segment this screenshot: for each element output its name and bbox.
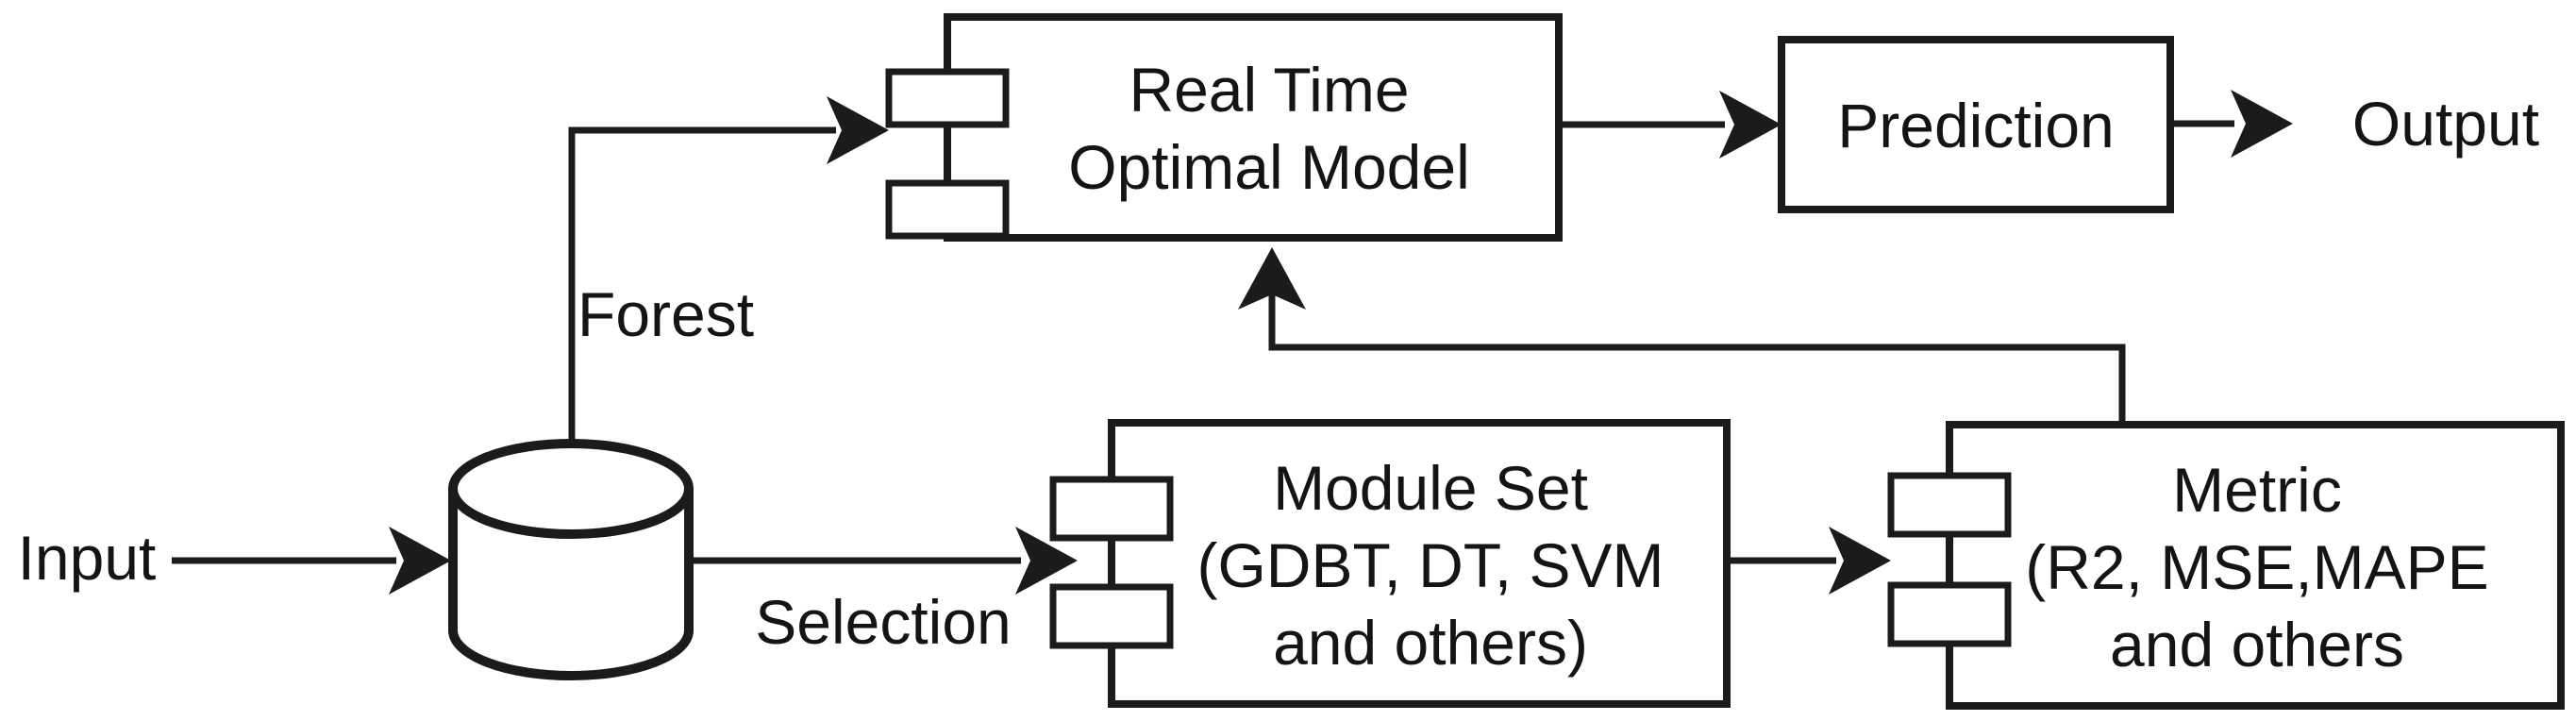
selection-label: Selection — [755, 587, 1012, 657]
arrowhead-icon — [1829, 527, 1891, 595]
arrowhead-icon — [1719, 91, 1781, 159]
metric-feedback-line — [1268, 294, 2126, 427]
component-port-icon — [885, 179, 1010, 240]
prediction-node: Prediction — [1778, 36, 2174, 213]
real-time-optimal-model-component: Real Time Optimal Model — [885, 13, 1563, 242]
moduleset-to-metric-arrow — [1729, 527, 1891, 595]
metric-label-line2: (R2, MSE,MAPE — [2025, 532, 2488, 602]
metric-feedback-arrow — [1238, 247, 2126, 427]
component-port-icon — [1887, 472, 2012, 538]
database-cylinder-top — [448, 439, 694, 539]
component-port-icon — [1049, 583, 1174, 649]
arrowhead-icon — [1238, 247, 1306, 310]
module-set-label-line2: (GDBT, DT, SVM — [1196, 530, 1664, 600]
prediction-label: Prediction — [1837, 91, 2115, 160]
metric-label-line3: and others — [2110, 610, 2404, 679]
arrowhead-icon — [1015, 527, 1078, 595]
metric-component: Metric (R2, MSE,MAPE and others — [1887, 421, 2565, 710]
module-set-component: Module Set (GDBT, DT, SVM and others) — [1049, 419, 1731, 708]
forest-edge-line — [568, 126, 836, 453]
arrowhead-icon — [2231, 90, 2293, 158]
module-set-label-line1: Module Set — [1273, 453, 1588, 523]
output-label: Output — [2352, 89, 2539, 159]
real-time-optimal-model-label-line1: Real Time — [1129, 55, 1409, 125]
component-port-icon — [1049, 476, 1174, 542]
input-label: Input — [18, 523, 157, 593]
arrowhead-icon — [827, 96, 889, 164]
model-to-prediction-arrow — [1561, 91, 1781, 159]
component-port-icon — [885, 68, 1010, 128]
real-time-optimal-model-box — [944, 13, 1563, 242]
metric-label-line1: Metric — [2172, 455, 2342, 525]
selection-edge — [687, 527, 1078, 595]
forest-edge — [568, 96, 889, 453]
prediction-box — [1778, 36, 2174, 213]
module-set-box — [1108, 419, 1731, 708]
database-cylinder-body — [448, 489, 694, 680]
component-port-icon — [1887, 581, 2012, 647]
module-set-label-line3: and others) — [1273, 608, 1588, 678]
forest-label: Forest — [577, 279, 754, 349]
database-cylinder-icon — [448, 439, 694, 680]
prediction-to-output-arrow — [2172, 90, 2293, 158]
real-time-optimal-model-label-line2: Optimal Model — [1068, 132, 1470, 202]
arrowhead-icon — [389, 527, 451, 595]
input-arrow — [172, 527, 451, 595]
metric-box — [1946, 421, 2565, 710]
